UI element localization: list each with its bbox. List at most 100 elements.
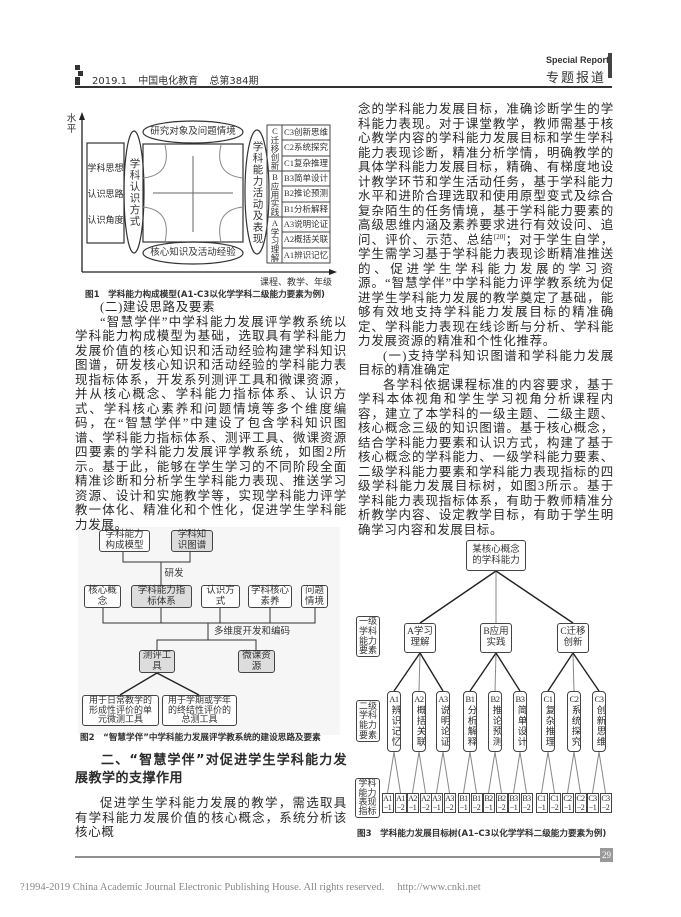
left-ellipse-label: 学科认识方式: [128, 157, 140, 227]
indicator-code: C3: [588, 794, 597, 803]
subheading: (二)建设思路及要素: [100, 300, 216, 314]
indicator-code: A3: [432, 794, 441, 803]
level2-label: 二级学科能力要素: [356, 700, 380, 742]
indicator-index: −2: [472, 803, 481, 812]
left-box-item: 认识角度: [87, 215, 124, 225]
level2-code: A2: [414, 694, 424, 704]
group-label: B应用实践: [270, 172, 280, 216]
journal-volume: 总第384期: [209, 76, 259, 87]
indicator-index: −2: [576, 803, 585, 812]
node-micro-lessons: 微课资源: [238, 650, 275, 673]
ability-element: A2概括关联: [283, 234, 329, 245]
indicator-node: C2−2: [574, 793, 587, 813]
x-axis-label: 课程、教学、年级: [259, 276, 332, 287]
tree-edge: [567, 751, 575, 794]
tree-edge: [547, 751, 555, 794]
tree-edge: [494, 751, 502, 794]
indicator-node: A3−2: [443, 793, 456, 813]
indicator-code: B2: [484, 794, 493, 803]
ability-element: B1分析解释: [284, 203, 328, 214]
tree-edge: [469, 751, 477, 794]
level2-code: A3: [438, 694, 448, 704]
indicator-code: B1: [459, 794, 468, 803]
level2-name: 简单设计: [515, 705, 526, 747]
left-box: 学科思想 认识思路 认识角度: [87, 155, 124, 233]
indicator-node: C3−1: [586, 793, 599, 813]
tree-edge: [592, 751, 600, 794]
level2-name: 创新思维: [594, 705, 605, 747]
tree-edge: [513, 751, 521, 794]
indicator-node: B3−2: [520, 793, 533, 813]
ability-element: C1复杂推理: [284, 157, 328, 168]
indicator-code: C1: [537, 794, 546, 803]
ability-element: C3创新思维: [284, 127, 328, 137]
left-box-item: 学科思想: [87, 163, 124, 173]
indicator-index: −2: [601, 803, 610, 812]
right-ellipse-label: 学科能力活动及表现: [251, 140, 263, 245]
indicator-node: A1−1: [381, 793, 394, 813]
node-core-literacy: 学科核心素养: [248, 585, 292, 608]
ability-element: C2系统探究: [284, 142, 328, 153]
node-unit-test: 用于日常教学的形成性评价的单元微测工具: [82, 695, 159, 726]
left-box-item: 认识思路: [87, 189, 124, 199]
tree-edge: [469, 652, 497, 692]
paragraph: 念的学科能力发展目标，准确诊断学生的学科能力表现。对于课堂教学，教师需基于核心教…: [358, 102, 614, 349]
node-indicator-system: 学科能力指标体系: [131, 585, 192, 608]
level2-name: 辨识记忆: [389, 705, 400, 747]
page-number: 29: [600, 848, 613, 862]
indicator-index: −2: [421, 803, 430, 812]
tree-edge: [387, 751, 395, 794]
indicator-index: −1: [537, 803, 546, 812]
top-ellipse-label: 研究对象及问题情境: [150, 126, 236, 137]
level2-name: 推论预测: [490, 705, 501, 747]
citation[interactable]: [20]: [493, 232, 506, 241]
node-ability-model: 学科能力构成模型: [99, 530, 150, 552]
left-column: (二)建设思路及要素 “智慧学伴”中学科能力发展评学教系统以学科能力构成模型为基…: [75, 300, 347, 532]
tree-edge: [488, 751, 496, 794]
subheading: (一)支持学科知识图谱和学科能力发展目标的精准确定: [358, 348, 614, 378]
tree-edge: [572, 652, 600, 692]
indicator-code: B3: [522, 794, 531, 803]
indicator-index: −2: [522, 803, 531, 812]
level1-label: 一级学科能力要素: [356, 616, 380, 657]
tree-edge: [393, 751, 401, 794]
tree-edge: [418, 751, 426, 794]
indicator-code: C2: [563, 794, 572, 803]
node-core-concept: 核心概念: [84, 585, 121, 608]
tree-edge: [393, 652, 421, 692]
indicator-node: A3−1: [430, 793, 443, 813]
level2-code: C1: [543, 694, 553, 704]
figure1-caption: 图1 学科能力构成模型(A1-C3以化学学科二级能力要素为例): [85, 290, 325, 300]
indicator-code: B3: [509, 794, 518, 803]
indicator-index: −1: [408, 803, 417, 812]
section-heading: 二、“智慧学伴”对促进学生学科能力发展教学的支撑作用: [75, 753, 347, 786]
figure2-caption: 图2 “智慧学伴”中学科能力发展评学教系统的建设思路及要素: [80, 733, 321, 743]
node-assessment-tools: 测评工具: [139, 650, 175, 673]
level1-node: C迁移创新: [557, 623, 589, 653]
indicator-code: C2: [576, 794, 585, 803]
indicator-node: C2−1: [561, 793, 574, 813]
node-final-test: 用于学期或学年的终结性评价的总测工具: [162, 695, 237, 726]
indicator-index: −2: [396, 803, 405, 812]
indicator-node: A1−2: [394, 793, 407, 813]
level2-name: 概括关联: [414, 705, 425, 747]
tree-edge: [419, 652, 444, 692]
indicator-node: A2−1: [406, 793, 419, 813]
tree-edge: [573, 751, 581, 794]
indicator-code: A2: [408, 794, 417, 803]
left-column-lower: 二、“智慧学伴”对促进学生学科能力发展教学的支撑作用 促进学生学科能力发展的教学…: [75, 752, 347, 840]
paragraph-text: ；对于学生自学，学生需学习基于学科能力表现诊断精准推送的、促进学生学科能力发展的…: [358, 232, 614, 349]
tree-edge: [547, 652, 574, 692]
indicator-index: −1: [484, 803, 493, 812]
tree-edge: [495, 570, 574, 624]
journal-header: 2019.1 中国电化教育 总第384期: [92, 72, 258, 87]
tree-edge: [436, 751, 444, 794]
level2-code: A1: [389, 694, 399, 704]
tree-edge: [494, 652, 497, 692]
group-label: A学习理解: [270, 218, 280, 262]
